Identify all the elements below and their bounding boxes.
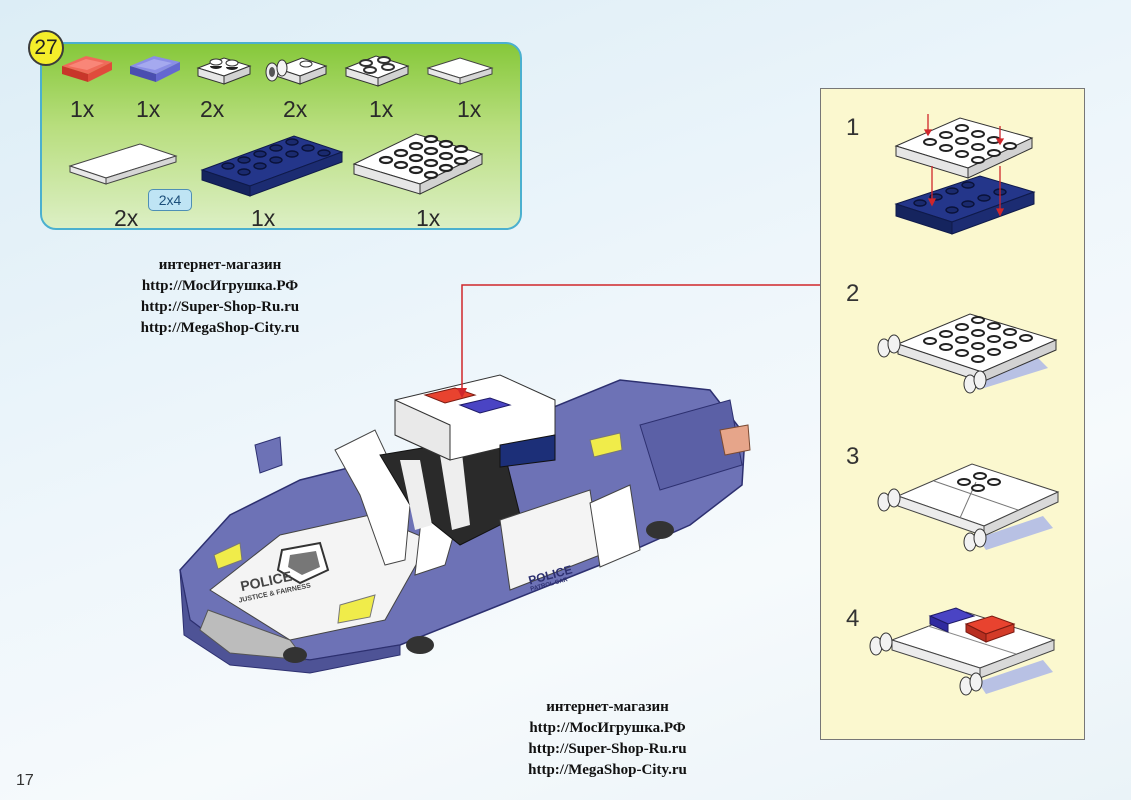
red-transparent-tile-icon [62, 56, 112, 82]
white-wheel-holder-icon [265, 57, 328, 85]
substep-number: 4 [846, 605, 860, 632]
white-plate-2x2-icon [344, 55, 410, 87]
police-car-illustration [179, 374, 751, 674]
shop-link[interactable]: http://МосИгрушка.РФ [141, 278, 299, 294]
step-number-badge: 27 [28, 30, 64, 66]
substep-number: 3 [846, 443, 860, 470]
white-plate-4x4-icon [352, 133, 484, 195]
white-tile-2x4-icon [68, 143, 178, 185]
white-plate-1x2-icon [196, 57, 252, 85]
substep-number: 1 [846, 114, 860, 141]
part-qty: 1x [369, 96, 394, 122]
part-qty: 1x [70, 96, 95, 122]
substep-2-illustration [877, 313, 1058, 394]
shop-label: интернет-магазин [158, 257, 282, 273]
blue-light [458, 397, 512, 414]
substep-number: 2 [846, 280, 860, 307]
shop-link[interactable]: http://Super-Shop-Ru.ru [140, 299, 300, 315]
shop-label: интернет-магазин [546, 699, 669, 715]
part-size-label: 2x4 [148, 189, 192, 211]
part-qty: 2x [114, 205, 139, 231]
part-qty: 2x [200, 96, 225, 122]
shop-link[interactable]: http://MegaShop-City.ru [140, 320, 300, 336]
shop-link[interactable]: http://MegaShop-City.ru [528, 762, 687, 778]
substep-3-illustration [877, 463, 1060, 552]
substep-4-illustration [869, 607, 1056, 696]
substep-1-illustration [894, 114, 1036, 235]
shop-link[interactable]: http://МосИгрушка.РФ [529, 720, 686, 736]
shop-info-bottom: интернет-магазин http://МосИгрушка.РФ ht… [500, 697, 715, 781]
page-number: 17 [16, 772, 34, 789]
blue-plate-2x6-icon [200, 135, 344, 197]
lion-emblem-icon [276, 541, 330, 585]
blue-transparent-tile-icon [130, 56, 180, 82]
shop-info-top: интернет-магазин http://МосИгрушка.РФ ht… [110, 255, 330, 339]
part-qty: 1x [136, 96, 161, 122]
shop-link[interactable]: http://Super-Shop-Ru.ru [528, 741, 687, 757]
white-tile-2x2-icon [426, 57, 494, 85]
part-qty: 1x [251, 205, 276, 231]
part-qty: 2x [283, 96, 308, 122]
part-qty: 1x [416, 205, 441, 231]
part-qty: 1x [457, 96, 482, 122]
